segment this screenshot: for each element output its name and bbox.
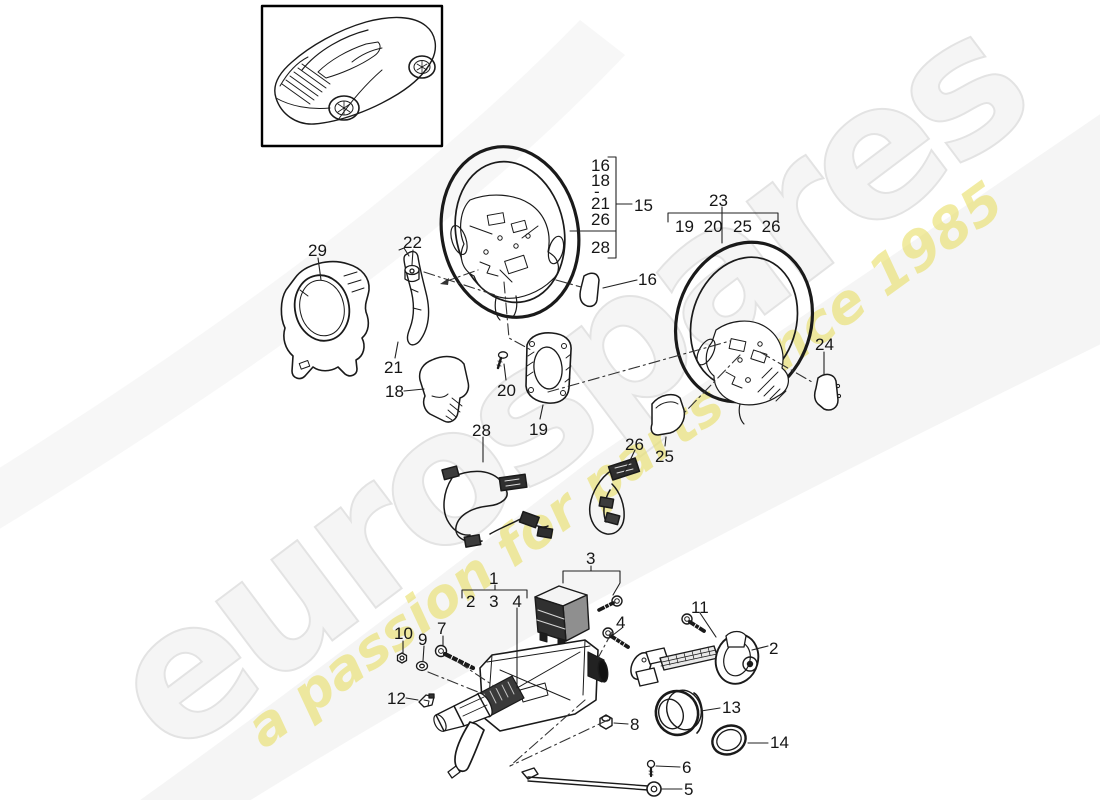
dash-dot-leaders [423, 269, 813, 767]
part-4-bolt [602, 627, 630, 649]
callout-26: 26 [625, 435, 644, 454]
callout-11: 11 [691, 598, 709, 617]
part-12-clip [418, 693, 435, 708]
callout-9: 9 [418, 630, 428, 649]
callout-16-list: 16 [591, 156, 610, 175]
callout-26-list: 26 [591, 210, 610, 229]
part-18-cover [418, 355, 470, 423]
part-13-boot [654, 689, 704, 737]
part-1-steering-column [433, 639, 609, 779]
steering-wheel-left [439, 145, 581, 321]
callout-29: 29 [308, 241, 327, 260]
callout-6: 6 [682, 758, 692, 777]
part-9-washer [415, 660, 429, 672]
bracket-3-group [562, 565, 621, 596]
callout-brackets [461, 156, 779, 689]
leader-lines [317, 249, 825, 790]
callout-8: 8 [630, 715, 640, 734]
steering-wheel-right [673, 240, 815, 425]
callout-15: 15 [634, 196, 653, 215]
bracket-1-group [461, 584, 528, 689]
callout-18: 18 [385, 382, 404, 401]
callout-25-26: 25 26 [733, 217, 781, 236]
leader-arrowhead [440, 278, 449, 285]
callout-7: 7 [437, 619, 447, 638]
part-29-bezel [280, 260, 370, 380]
callout-19-20: 19 20 [675, 217, 723, 236]
callout-23: 23 [709, 191, 728, 210]
swoosh-band-highlight [72, 41, 1100, 800]
part-16-cover [579, 272, 600, 308]
part-14-seal-ring [711, 724, 747, 756]
part-3-control-module [534, 585, 590, 649]
callout-25: 25 [655, 447, 674, 466]
callout-18-list: 18 [591, 171, 610, 190]
callout-19: 19 [529, 420, 548, 439]
part-22-nut [404, 264, 420, 283]
part-5-linkage-rod [521, 767, 662, 797]
part-11-bolt [681, 613, 706, 633]
callout-dash-list: - [594, 182, 600, 201]
callout-28: 28 [472, 421, 491, 440]
car-icon [274, 16, 437, 125]
callout-5: 5 [684, 780, 694, 799]
part-28-harness [441, 465, 554, 548]
part-26-harness [588, 457, 641, 535]
part-6-screw [646, 759, 656, 778]
car-thumbnail-box [260, 4, 444, 148]
callout-14: 14 [770, 733, 789, 752]
part-3-screw [597, 595, 623, 612]
bracket-23-group [667, 206, 779, 244]
callout-2-3-4: 2 3 4 [466, 592, 522, 611]
callout-4: 4 [616, 613, 626, 632]
callout-13: 13 [722, 698, 741, 717]
callout-28-list: 28 [591, 238, 610, 257]
callout-24: 24 [815, 335, 834, 354]
callout-10: 10 [394, 624, 413, 643]
part-25-cover [650, 393, 686, 436]
part-20-screw [496, 351, 509, 370]
part-24-cover [813, 373, 842, 411]
part-19-airbag-frame [525, 332, 572, 404]
callout-21: 21 [384, 358, 403, 377]
part-10-nut [396, 652, 408, 664]
callout-16: 16 [638, 270, 657, 289]
callout-21-list: 21 [591, 194, 610, 213]
callout-22: 22 [403, 233, 422, 252]
callout-1: 1 [489, 569, 499, 588]
part-21-trim-strip [398, 247, 430, 346]
callout-2: 2 [769, 639, 779, 658]
callout-3: 3 [586, 549, 596, 568]
part-2-intermediate-shaft [630, 630, 760, 687]
bracket-15-list [607, 156, 633, 259]
part-8-nut [599, 714, 613, 730]
callout-20: 20 [497, 381, 516, 400]
callout-12: 12 [387, 689, 406, 708]
part-7-bolt [434, 644, 476, 671]
